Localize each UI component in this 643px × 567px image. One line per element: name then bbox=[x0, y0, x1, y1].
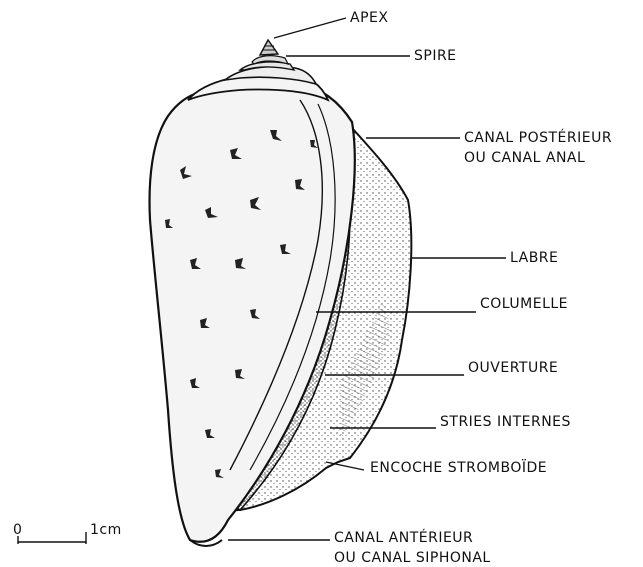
scale-bar-end: 1cm bbox=[90, 522, 122, 538]
scale-bar: 0 1cm bbox=[13, 522, 122, 544]
label-apex: APEX bbox=[350, 10, 388, 26]
label-labre: LABRE bbox=[510, 250, 558, 266]
label-columelle: COLUMELLE bbox=[480, 296, 568, 312]
label-ouverture: OUVERTURE bbox=[468, 360, 558, 376]
label-canal-siphonal: OU CANAL SIPHONAL bbox=[334, 550, 491, 566]
label-encoche-stromboide: ENCOCHE STROMBOÏDE bbox=[370, 458, 547, 476]
label-spire: SPIRE bbox=[414, 48, 457, 64]
label-canal-posterieur: CANAL POSTÉRIEUR bbox=[464, 129, 612, 146]
label-stries-internes: STRIES INTERNES bbox=[440, 414, 571, 430]
scale-bar-start: 0 bbox=[13, 522, 22, 538]
label-canal-anterieur: CANAL ANTÉRIEUR bbox=[334, 529, 473, 546]
label-canal-anal: OU CANAL ANAL bbox=[464, 150, 585, 166]
